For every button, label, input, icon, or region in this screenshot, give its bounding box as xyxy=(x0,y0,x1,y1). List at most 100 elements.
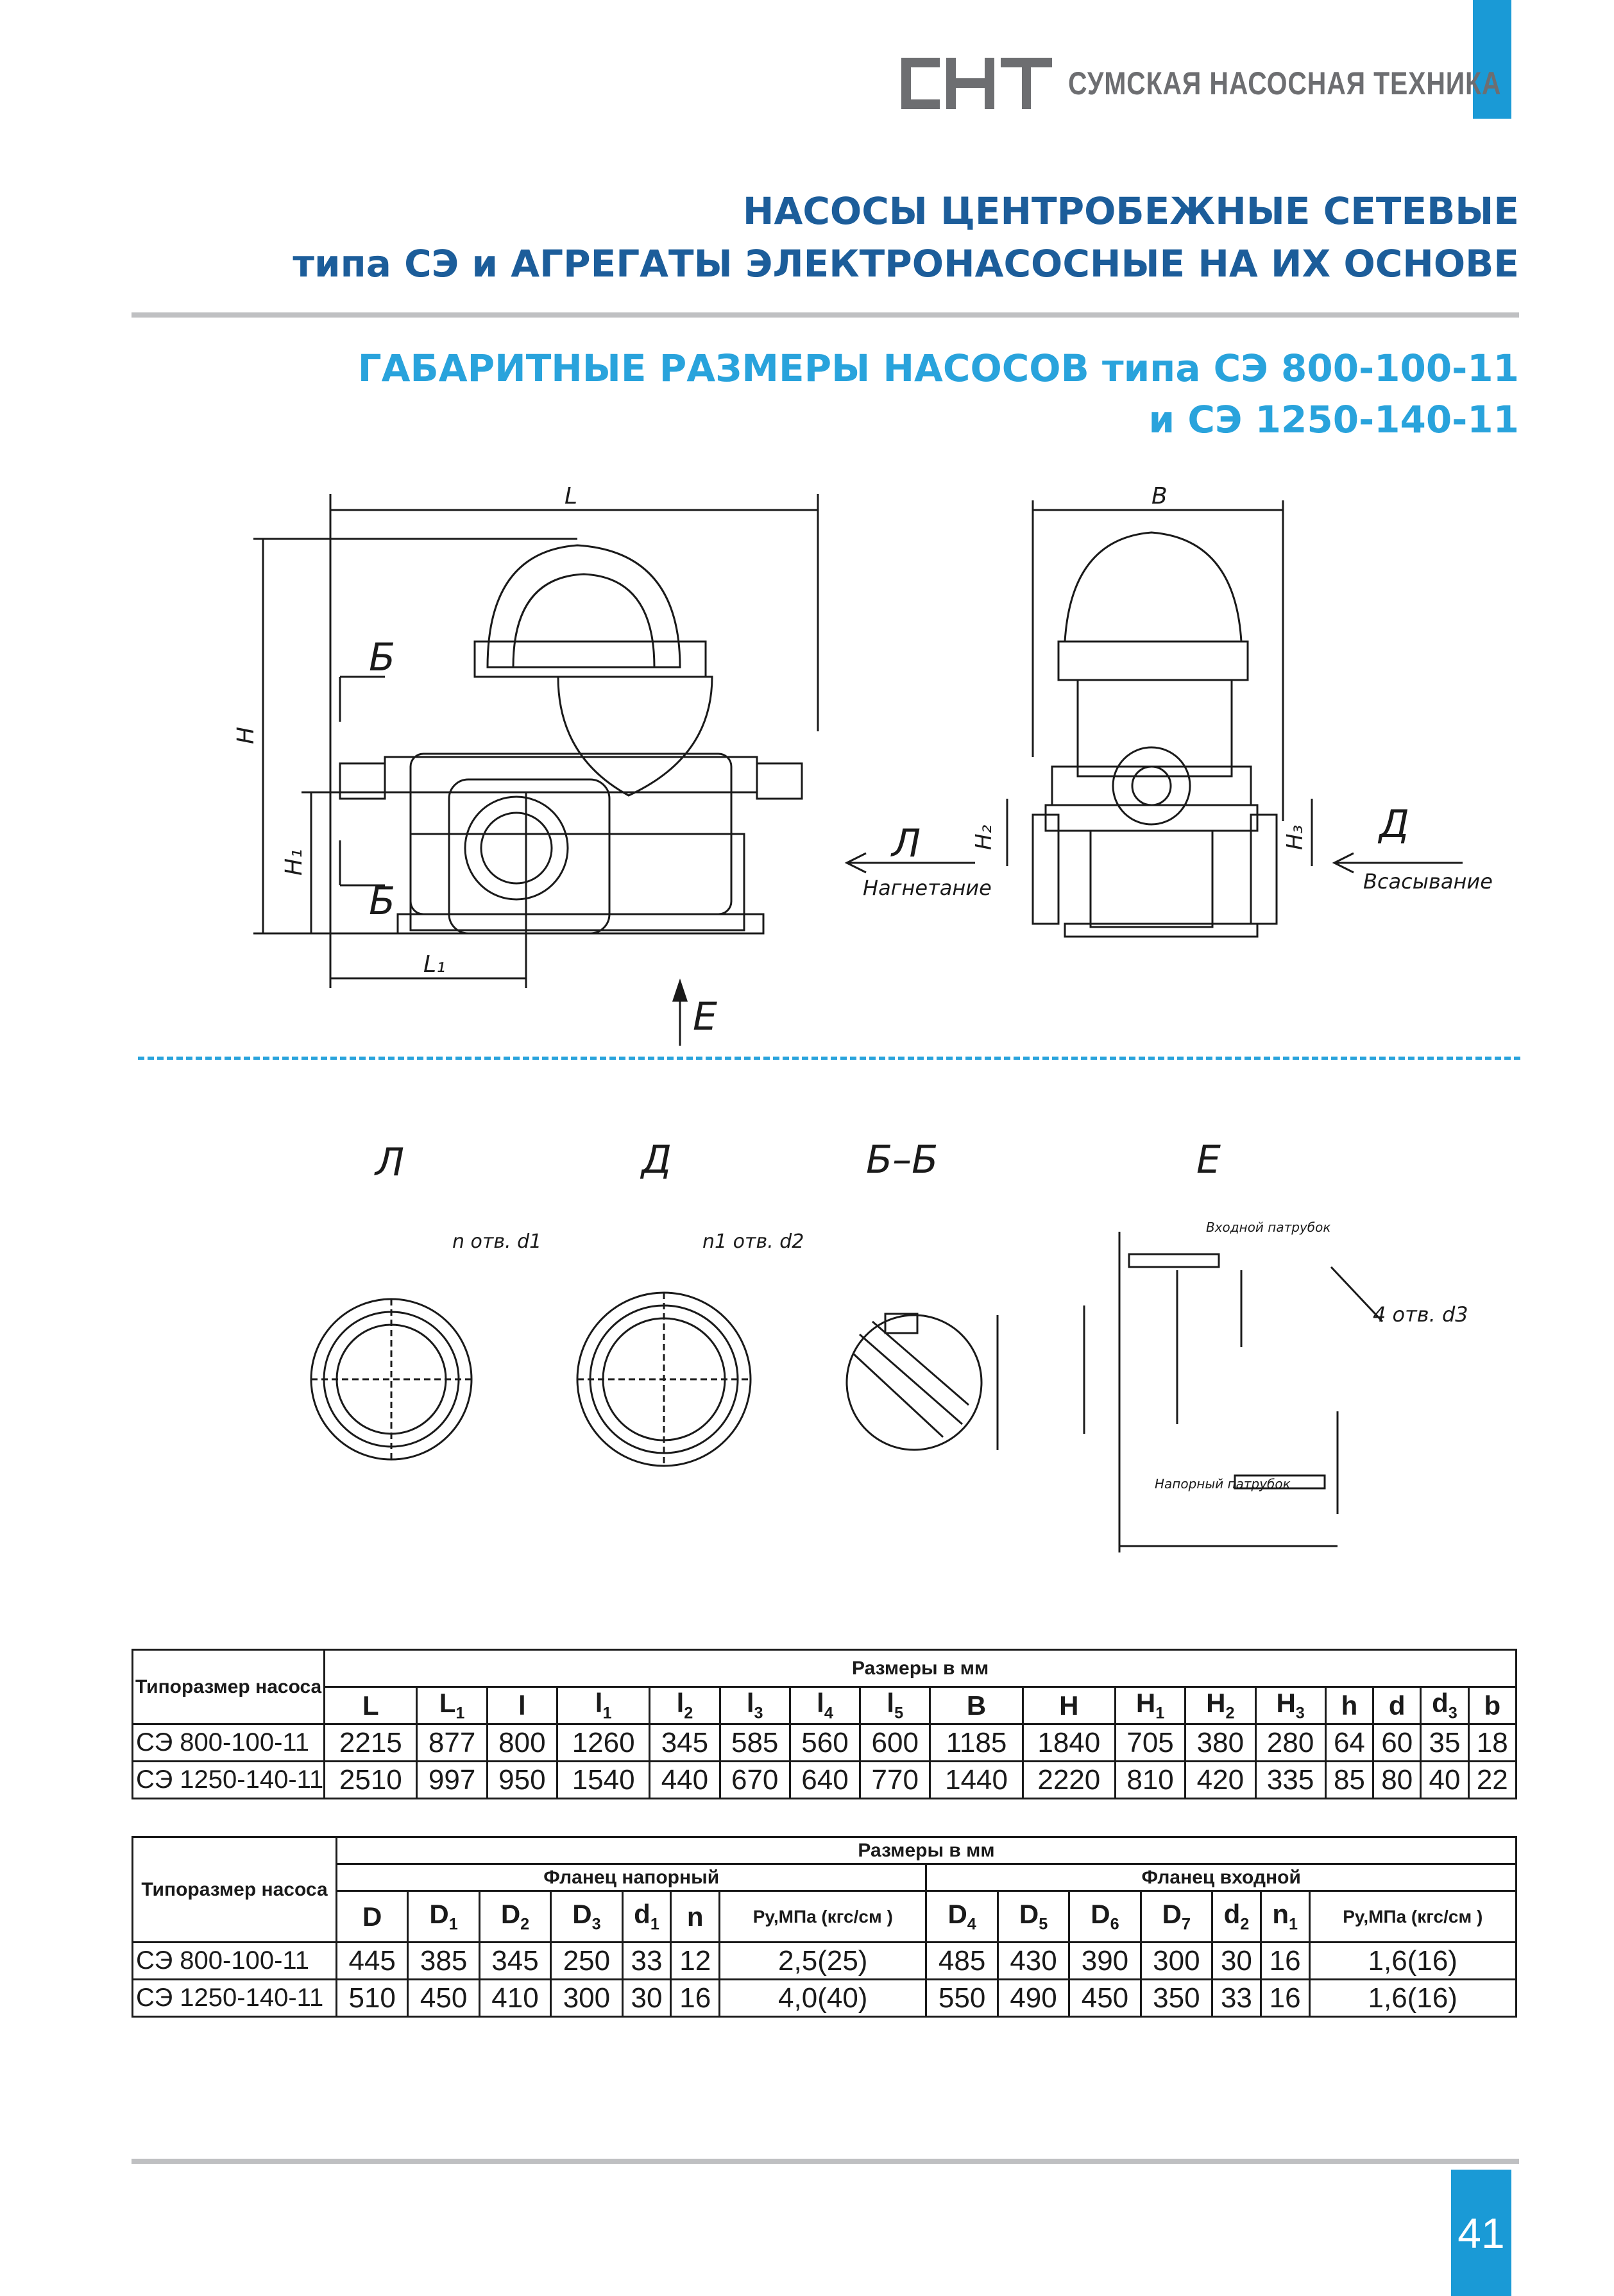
table-cell: 560 xyxy=(788,1723,862,1762)
detail-drawings: Л Д Б–Б E n отв. d1 n1 отв. d2 4 отв. xyxy=(310,1137,1468,1552)
table2-col-header-left: D3 xyxy=(550,1890,624,1943)
table-cell: 4,0(40) xyxy=(718,1978,928,2018)
table-cell: 670 xyxy=(718,1760,791,1799)
table-cell: 1440 xyxy=(929,1760,1024,1799)
table1-col-header: l xyxy=(486,1686,559,1725)
pump-overall-drawing: L B H H₁ L₁ Б Б E H₂ H₃ Л Д Нагнетание В… xyxy=(233,483,1493,1046)
table-cell: 30 xyxy=(1211,1941,1262,1980)
table1-col-header: l1 xyxy=(556,1686,651,1725)
table-cell: 877 xyxy=(416,1723,488,1762)
section-separator xyxy=(138,1057,1520,1060)
table1-col-header: L xyxy=(323,1686,418,1725)
table-cell: 345 xyxy=(649,1723,721,1762)
table-cell: 1185 xyxy=(929,1723,1024,1762)
label-view-e: E xyxy=(693,994,717,1039)
table1-col-header: H xyxy=(1021,1686,1116,1725)
page-title-line2: типа СЭ и АГРЕГАТЫ ЭЛЕКТРОНАСОСНЫЕ НА ИХ… xyxy=(293,242,1519,285)
table2-sub-header-right: Фланец входной xyxy=(925,1863,1517,1892)
snt-logo-icon xyxy=(901,58,1052,109)
label-B: B xyxy=(1151,483,1168,509)
table2-group-header: Размеры в мм xyxy=(336,1836,1517,1865)
table2-row-header: Типоразмер насоса xyxy=(132,1836,337,1943)
label-H2: H₂ xyxy=(971,824,997,850)
table-cell: 2510 xyxy=(323,1760,418,1799)
detail-bb-title: Б–Б xyxy=(866,1137,938,1182)
table-cell: 485 xyxy=(925,1941,999,1980)
section-title-line2: и СЭ 1250-140-11 xyxy=(1148,398,1519,441)
table2-col-header-left: D xyxy=(335,1890,409,1943)
table-cell: 997 xyxy=(416,1760,488,1799)
table-cell: 1260 xyxy=(556,1723,651,1762)
detail-e-title: E xyxy=(1196,1137,1221,1182)
table1-row-header: Типоразмер насоса xyxy=(131,1649,326,1725)
table-cell: 705 xyxy=(1114,1723,1187,1762)
table1-col-header: l3 xyxy=(718,1686,791,1725)
table1-col-header: H2 xyxy=(1184,1686,1257,1725)
table-cell: 30 xyxy=(621,1978,672,2018)
table-cell: 410 xyxy=(478,1978,552,2018)
detail-d-title: Д xyxy=(640,1137,672,1182)
label-section-b-top: Б xyxy=(369,635,395,680)
table-cell: 335 xyxy=(1254,1760,1327,1799)
flange-table: Типоразмер насоса Размеры в мм Фланец на… xyxy=(132,1836,1518,2018)
table-cell: 345 xyxy=(478,1941,552,1980)
label-four-holes-d3: 4 отв. d3 xyxy=(1373,1302,1468,1327)
table1-col-header: l4 xyxy=(788,1686,862,1725)
table-cell: 60 xyxy=(1372,1723,1422,1762)
page-title: НАСОСЫ ЦЕНТРОБЕЖНЫЕ СЕТЕВЫЕ типа СЭ и АГ… xyxy=(293,185,1519,290)
table-cell: 380 xyxy=(1184,1723,1257,1762)
table-cell: 1,6(16) xyxy=(1308,1978,1518,2018)
table2-col-header-right: D7 xyxy=(1139,1890,1214,1943)
footer-divider xyxy=(132,2159,1519,2164)
table-cell: 16 xyxy=(1259,1978,1311,2018)
page-title-line1: НАСОСЫ ЦЕНТРОБЕЖНЫЕ СЕТЕВЫЕ xyxy=(742,189,1519,233)
table-cell: 85 xyxy=(1324,1760,1375,1799)
table-cell: 1,6(16) xyxy=(1308,1941,1518,1980)
table-cell: 550 xyxy=(925,1978,999,2018)
label-n1-holes-d2: n1 отв. d2 xyxy=(702,1230,804,1253)
table-cell: 420 xyxy=(1184,1760,1257,1799)
table1-col-header: d3 xyxy=(1420,1686,1470,1725)
top-accent-bar xyxy=(1473,0,1511,119)
table-cell: 810 xyxy=(1114,1760,1187,1799)
table-cell: 33 xyxy=(621,1941,672,1980)
table-cell: 450 xyxy=(407,1978,480,2018)
brand-name: СУМСКАЯ НАСОСНАЯ ТЕХНИКА xyxy=(1068,65,1502,101)
table-cell: 2215 xyxy=(323,1723,418,1762)
label-discharge: Нагнетание xyxy=(863,876,992,900)
table-cell: 510 xyxy=(335,1978,409,2018)
label-outlet-nozzle: Напорный патрубок xyxy=(1155,1476,1291,1492)
table-cell: 280 xyxy=(1254,1723,1327,1762)
label-section-b-bottom: Б xyxy=(369,879,395,924)
page-number: 41 xyxy=(1451,2170,1511,2296)
label-view-d: Д xyxy=(1377,802,1409,847)
table-cell: 440 xyxy=(649,1760,721,1799)
row-name: СЭ 800-100-11 xyxy=(132,1941,337,1980)
table-cell: 22 xyxy=(1467,1760,1518,1799)
table-cell: 16 xyxy=(1259,1941,1311,1980)
section-title: ГАБАРИТНЫЕ РАЗМЕРЫ НАСОСОВ типа СЭ 800-1… xyxy=(358,343,1519,445)
header-divider xyxy=(132,312,1519,318)
table-cell: 2220 xyxy=(1021,1760,1116,1799)
table-cell: 250 xyxy=(550,1941,624,1980)
table-cell: 490 xyxy=(996,1978,1071,2018)
row-name: СЭ 1250-140-11 xyxy=(132,1978,337,2018)
row-name: СЭ 800-100-11 xyxy=(131,1723,326,1762)
table-cell: 390 xyxy=(1068,1941,1142,1980)
table2-col-header-left: d1 xyxy=(621,1890,672,1943)
table1-col-header: H1 xyxy=(1114,1686,1187,1725)
label-view-l: Л xyxy=(890,821,921,866)
table2-col-header-left: D1 xyxy=(407,1890,480,1943)
label-L: L xyxy=(565,483,577,509)
table1-group-header: Размеры в мм xyxy=(323,1649,1517,1688)
table-cell: 2,5(25) xyxy=(718,1941,928,1980)
table-cell: 770 xyxy=(859,1760,931,1799)
table-cell: 18 xyxy=(1467,1723,1518,1762)
table-cell: 35 xyxy=(1420,1723,1470,1762)
table-cell: 300 xyxy=(1139,1941,1214,1980)
